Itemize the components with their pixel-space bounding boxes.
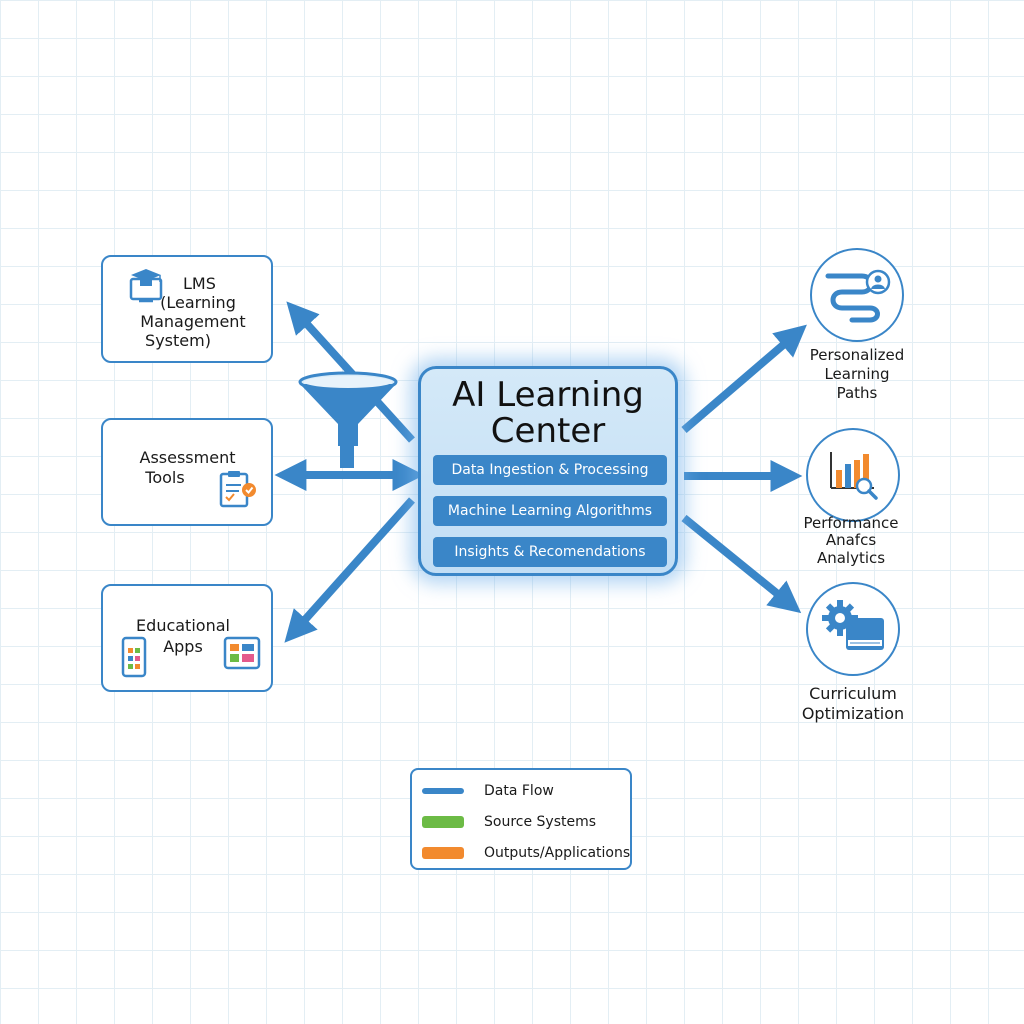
path-user-icon: [825, 269, 891, 323]
lms-line2: (Learning: [160, 293, 236, 312]
legend-swatch-outputs: [422, 847, 464, 859]
paths-line3: Paths: [836, 384, 878, 402]
center-title-line1: AI Learning: [452, 375, 644, 415]
legend-label-outputs: Outputs/Applications: [484, 845, 631, 861]
legend-label-data-flow: Data Flow: [484, 783, 554, 799]
legend-swatch-data-flow: [422, 788, 464, 794]
source-assessment-tools[interactable]: Assessment Tools: [101, 418, 273, 526]
center-title-line2: Center: [490, 411, 606, 451]
lms-line3: Management: [140, 312, 246, 331]
output-personalized-paths[interactable]: [810, 248, 904, 342]
graduation-monitor-icon: [129, 269, 163, 303]
bar-chart-magnifier-icon: [830, 452, 878, 500]
legend-label-source-systems: Source Systems: [484, 814, 597, 830]
output-performance-analytics[interactable]: [806, 428, 900, 522]
arrow-center-apps: [284, 497, 415, 643]
phone-tablet-icon: [121, 636, 261, 678]
output-curriculum-optimization[interactable]: [806, 582, 900, 676]
source-educational-apps[interactable]: Educational Apps: [101, 584, 273, 692]
apps-line2: Apps: [163, 637, 203, 656]
funnel-stem: [340, 444, 354, 468]
source-lms[interactable]: LMS (Learning Management System): [101, 255, 273, 363]
clipboard-check-icon: [219, 471, 256, 508]
step-insights[interactable]: Insights & Recomendations: [433, 537, 667, 567]
lms-line1: LMS: [183, 274, 216, 293]
paths-line1: Personalized: [809, 346, 905, 364]
step-data-ingestion[interactable]: Data Ingestion & Processing: [433, 455, 667, 485]
curriculum-line1: Curriculum: [809, 684, 897, 703]
funnel-icon: [298, 371, 398, 446]
legend-swatch-source-systems: [422, 816, 464, 828]
legend: Data Flow Source Systems Outputs/Applica…: [410, 768, 632, 870]
gear-book-icon: [822, 600, 884, 650]
assessment-line1: Assessment: [139, 448, 236, 467]
curriculum-line2: Optimization: [801, 704, 905, 723]
paths-line2: Learning: [824, 365, 890, 383]
arrow-center-paths: [681, 324, 807, 434]
performance-line3: Analytics: [816, 549, 886, 567]
step-machine-learning[interactable]: Machine Learning Algorithms: [433, 496, 667, 526]
assessment-line2: Tools: [145, 468, 185, 487]
apps-line1: Educational: [136, 616, 230, 635]
performance-line2: Anafcs: [825, 531, 877, 549]
ai-learning-center[interactable]: AI Learning Center Data Ingestion & Proc…: [418, 366, 678, 576]
arrow-center-curriculum: [681, 514, 802, 614]
lms-line4: System): [145, 331, 211, 350]
performance-line1: Performance: [803, 514, 899, 532]
